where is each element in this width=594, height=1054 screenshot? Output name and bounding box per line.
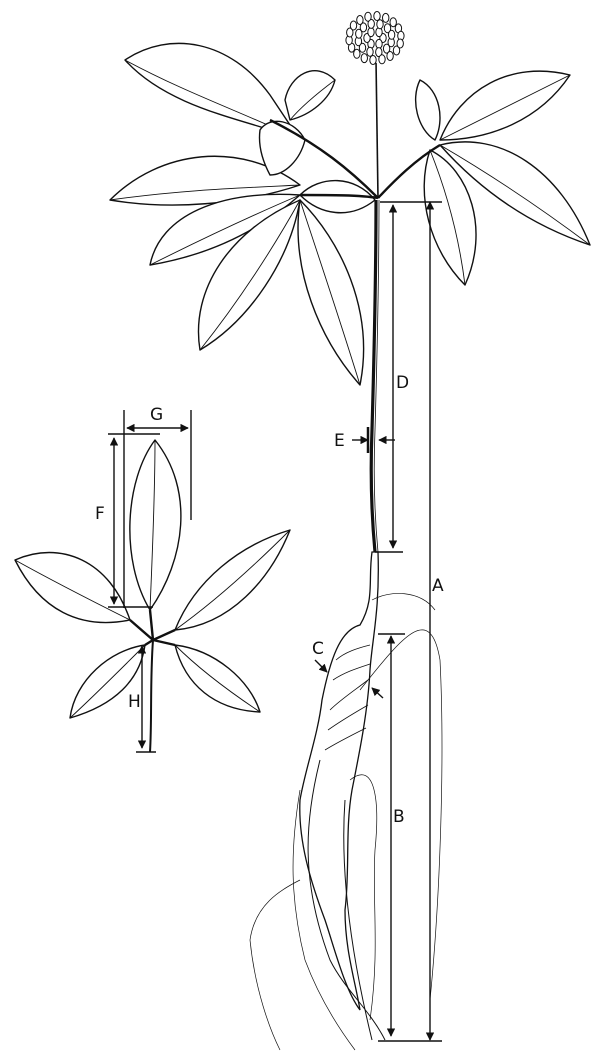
flower-bud <box>388 30 394 39</box>
flower-bud <box>350 21 356 30</box>
flower-bud <box>379 55 385 64</box>
flower-bud <box>354 49 360 58</box>
main-stem <box>371 200 379 552</box>
label-A: A <box>432 576 444 596</box>
flower-bud <box>397 39 403 48</box>
flower-bud <box>376 39 382 48</box>
single-compound-leaf <box>15 440 290 752</box>
flower-bud <box>368 28 374 37</box>
label-C: C <box>312 639 324 659</box>
flower-bud <box>377 20 383 29</box>
flower-bud <box>367 47 373 56</box>
root <box>250 552 442 1050</box>
flower-bud <box>370 56 376 65</box>
label-G: G <box>150 405 163 425</box>
leaf <box>259 121 305 175</box>
flower-bud <box>357 16 363 25</box>
label-D: D <box>396 373 409 393</box>
label-F: F <box>95 504 105 524</box>
leaflet-lower-right <box>175 645 260 712</box>
leaf <box>285 71 335 120</box>
main-plant-foliage <box>110 43 590 385</box>
flower-bud <box>365 12 371 21</box>
leaf <box>416 80 440 140</box>
flower-bud <box>387 52 393 61</box>
flower-bud <box>361 54 367 63</box>
leaflet-top <box>130 440 181 610</box>
label-B: B <box>393 807 405 827</box>
flower-bud <box>383 13 389 22</box>
leaflet-left <box>15 553 130 623</box>
leaf <box>440 71 570 140</box>
label-E: E <box>334 431 345 451</box>
label-H: H <box>128 692 141 712</box>
leaflet-right <box>175 530 290 630</box>
measurement-lines <box>108 202 442 1041</box>
flower-bud <box>390 18 396 27</box>
flower-umbel <box>346 7 404 65</box>
flower-bud <box>374 12 380 21</box>
